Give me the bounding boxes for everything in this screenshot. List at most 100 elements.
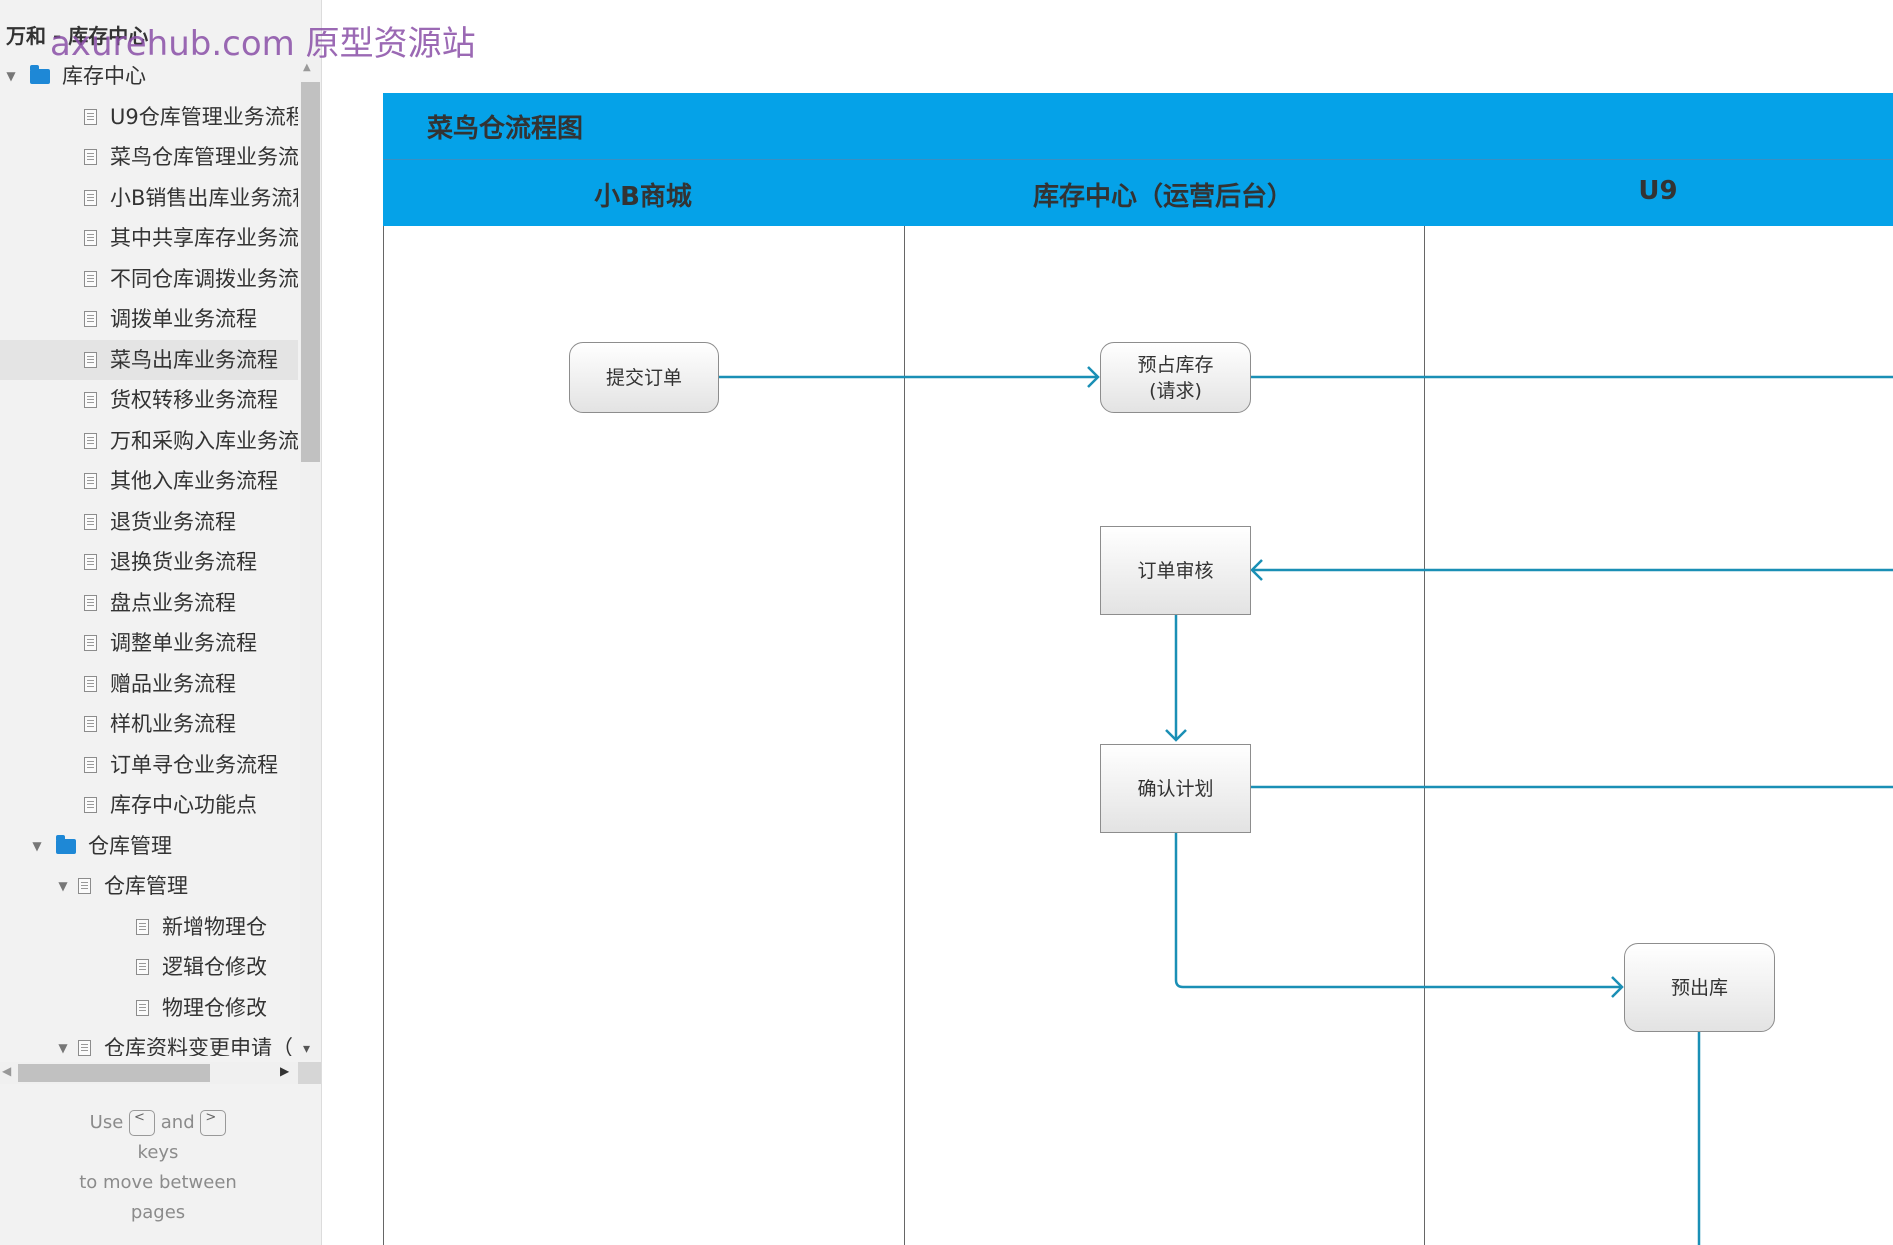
tree-item-label: 逻辑仓修改 [162, 955, 267, 979]
tree-item-label: 万和采购入库业务流程 [110, 428, 298, 453]
lane-border-left [383, 226, 384, 1245]
page-icon [84, 311, 97, 327]
page-icon [84, 594, 97, 611]
help-line4-text: pages [130, 1202, 186, 1223]
tree-item[interactable]: 新增物理仓 [0, 907, 298, 947]
tree-item-label: 其中共享库存业务流程 [110, 226, 298, 250]
tree-item[interactable]: ▼仓库管理 [0, 826, 298, 866]
scroll-left-arrow-icon[interactable]: ◀ [2, 1064, 12, 1078]
tree-item[interactable]: 菜鸟出库业务流程 [0, 339, 298, 380]
tree-item[interactable]: 不同仓库调拨业务流程 [0, 259, 298, 299]
tree-item[interactable]: 其中共享库存业务流程 [0, 218, 298, 258]
tree-item[interactable]: 退货业务流程 [0, 502, 298, 542]
arrowhead-review-icon [1250, 559, 1263, 581]
page-icon [84, 392, 97, 408]
vertical-scrollbar-thumb[interactable] [301, 82, 320, 462]
tree-item-label: 物理仓修改 [162, 995, 267, 1020]
tree-item-label: 调拨单业务流程 [110, 307, 257, 331]
lane-header-u9: U9 [1638, 176, 1678, 206]
project-title: 万和 - 库存中心 [6, 24, 149, 48]
tree-item-label: 货权转移业务流程 [110, 388, 278, 412]
help-use-text: Use [89, 1112, 124, 1133]
page-icon [84, 230, 97, 246]
tree-item[interactable]: 调整单业务流程 [0, 623, 298, 663]
tree-item[interactable]: 菜鸟仓库管理业务流程 [0, 137, 298, 177]
tree-item[interactable]: 其他入库业务流程 [0, 461, 298, 501]
page-icon [84, 554, 97, 570]
lane-header-xiaob-mall: 小B商城 [594, 182, 692, 212]
scroll-right-arrow-icon[interactable]: ▶ [280, 1064, 290, 1078]
node-confirm-plan[interactable]: 确认计划 [1100, 744, 1251, 833]
expand-arrow-icon[interactable]: ▼ [6, 69, 16, 83]
node-order-review[interactable]: 订单审核 [1100, 526, 1251, 615]
tree-item[interactable]: 退换货业务流程 [0, 542, 298, 582]
page-icon [84, 149, 97, 165]
tree-item-label: U9仓库管理业务流程 [110, 104, 298, 129]
page-icon [78, 878, 91, 894]
tree-item[interactable]: ▼ 库存中心 [0, 56, 298, 96]
expand-arrow-icon[interactable]: ▼ [58, 879, 68, 893]
folder-icon [30, 65, 50, 84]
node-pre-outbound[interactable]: 预出库 [1624, 943, 1775, 1032]
tree-item-label: 样机业务流程 [110, 712, 236, 736]
tree-item-label: 菜鸟出库业务流程 [110, 347, 278, 372]
tree-item[interactable]: 调拨单业务流程 [0, 299, 298, 339]
node-reserve-stock[interactable]: 预占库存 (请求) [1100, 342, 1251, 413]
tree-item-label: 调整单业务流程 [110, 631, 257, 655]
tree-item-label: 库存中心功能点 [110, 793, 257, 817]
expand-arrow-icon[interactable]: ▼ [58, 1041, 68, 1055]
page-icon [136, 999, 149, 1016]
tree-item[interactable]: 赠品业务流程 [0, 664, 298, 704]
tree-item[interactable]: 盘点业务流程 [0, 583, 298, 623]
tree-item[interactable]: 库存中心功能点 [0, 785, 298, 825]
tree-item-label: 小B销售出库业务流程 [110, 185, 298, 210]
tree-item[interactable]: 订单寻仓业务流程 [0, 745, 298, 785]
tree-item-label: 仓库资料变更申请（ [104, 1036, 293, 1056]
tree-item[interactable]: ▼仓库管理 [0, 866, 298, 906]
folder-icon [56, 834, 76, 854]
page-tree: ▼ 库存中心 U9仓库管理业务流程菜鸟仓库管理业务流程小B销售出库业务流程其中共享库… [0, 56, 298, 1056]
page-icon [84, 351, 97, 368]
page-icon [84, 513, 97, 530]
scrollbar-corner [298, 1062, 321, 1084]
horizontal-scrollbar-thumb[interactable] [18, 1064, 210, 1082]
tree-item-label: 赠品业务流程 [110, 671, 236, 696]
tree-item[interactable]: 万和采购入库业务流程 [0, 421, 298, 461]
tree-item[interactable]: 小B销售出库业务流程 [0, 178, 298, 218]
tree-item-label: 退换货业务流程 [110, 550, 257, 574]
page-icon [84, 270, 97, 287]
tree-item[interactable]: ▼ 仓库资料变更申请（ [0, 1028, 298, 1056]
tree-item[interactable]: 物理仓修改 [0, 988, 298, 1028]
expand-arrow-icon[interactable]: ▼ [32, 838, 42, 853]
flowchart-title: 菜鸟仓流程图 [427, 114, 584, 144]
page-icon [84, 189, 97, 206]
tree-item[interactable]: 样机业务流程 [0, 704, 298, 744]
arrowhead-confirm-icon [1165, 729, 1187, 742]
help-line3-text: to move between [79, 1172, 237, 1193]
connector-confirm-to-preout [1174, 832, 1622, 989]
tree-item-label: 退货业务流程 [110, 509, 236, 534]
page-icon [84, 756, 97, 773]
tree-item[interactable]: 货权转移业务流程 [0, 380, 298, 420]
node-submit-order[interactable]: 提交订单 [569, 342, 719, 413]
tree-item-label: 菜鸟仓库管理业务流程 [110, 145, 298, 169]
scroll-down-arrow-icon[interactable]: ▾ [303, 1041, 311, 1057]
page-icon [78, 1040, 91, 1056]
tree-item[interactable]: 逻辑仓修改 [0, 947, 298, 987]
keyboard-help: Use < and > keys to move between pages [0, 1108, 316, 1228]
tree-item[interactable]: U9仓库管理业务流程 [0, 97, 298, 137]
sitemap-sidebar: 万和 - 库存中心 ▼ 库存中心 U9仓库管理业务流程菜鸟仓库管理业务流程小B销售出… [0, 0, 322, 1245]
lane-header-inventory-center: 库存中心（运营后台） [1032, 182, 1293, 212]
page-icon [136, 918, 149, 935]
page-icon [84, 797, 97, 813]
help-keys-text: keys [137, 1142, 179, 1163]
page-icon [84, 432, 97, 449]
scroll-up-arrow-icon[interactable]: ▲ [303, 62, 311, 73]
tree-item-label: 其他入库业务流程 [110, 469, 278, 493]
tree-item-label: 库存中心 [62, 64, 146, 88]
tree-item-label: 盘点业务流程 [110, 590, 236, 615]
swimlane-header: 小B商城 库存中心（运营后台） U9 [383, 160, 1893, 226]
next-key-icon: > [200, 1110, 227, 1136]
lane-border-2 [1424, 226, 1425, 1245]
